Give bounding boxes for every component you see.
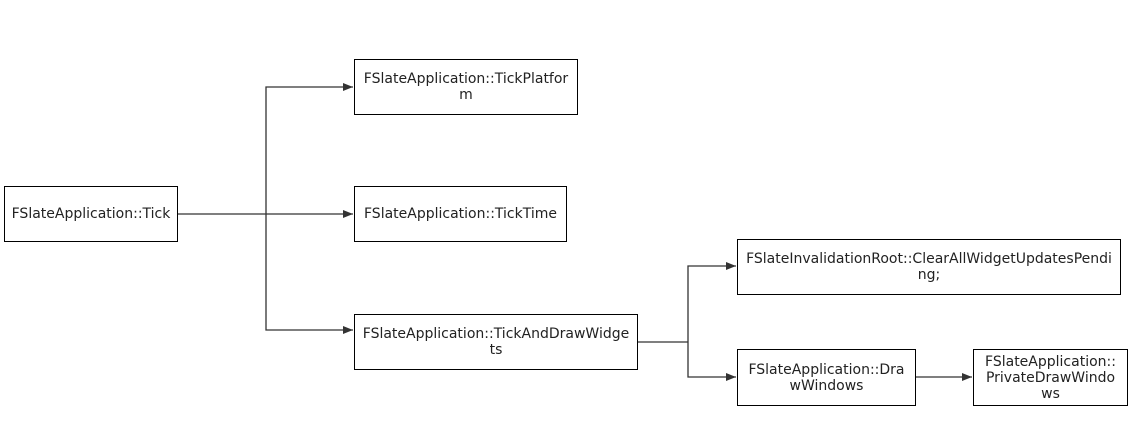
node-tick-time: FSlateApplication::TickTime <box>354 186 567 242</box>
node-draw-windows-label: FSlateApplication::DrawWindows <box>748 361 905 394</box>
node-tick-platform: FSlateApplication::TickPlatform <box>354 59 578 115</box>
node-tick-and-draw-widgets-label: FSlateApplication::TickAndDrawWidgets <box>362 326 630 358</box>
node-private-draw-windows-label: FSlateApplication::PrivateDrawWindows <box>985 353 1116 402</box>
node-draw-windows: FSlateApplication::DrawWindows <box>737 349 916 406</box>
edge-tickanddraw-to-clearupdates <box>687 262 736 342</box>
node-tick-label: FSlateApplication::Tick <box>11 206 171 222</box>
node-clear-widget-updates-label: FSlateInvalidationRoot::ClearAllWidgetUp… <box>746 251 1112 283</box>
node-tick-and-draw-widgets: FSlateApplication::TickAndDrawWidgets <box>354 314 638 370</box>
edge-tickanddraw-to-drawwindows <box>687 342 736 381</box>
node-tick: FSlateApplication::Tick <box>4 186 178 242</box>
edge-tick-to-tickanddrawwidgets <box>265 214 353 334</box>
node-private-draw-windows: FSlateApplication::PrivateDrawWindows <box>973 349 1128 406</box>
edge-tick-to-tickplatform <box>265 83 353 214</box>
node-tick-time-label: FSlateApplication::TickTime <box>364 206 557 222</box>
node-tick-platform-label: FSlateApplication::TickPlatform <box>363 71 569 103</box>
node-clear-widget-updates: FSlateInvalidationRoot::ClearAllWidgetUp… <box>737 239 1121 295</box>
